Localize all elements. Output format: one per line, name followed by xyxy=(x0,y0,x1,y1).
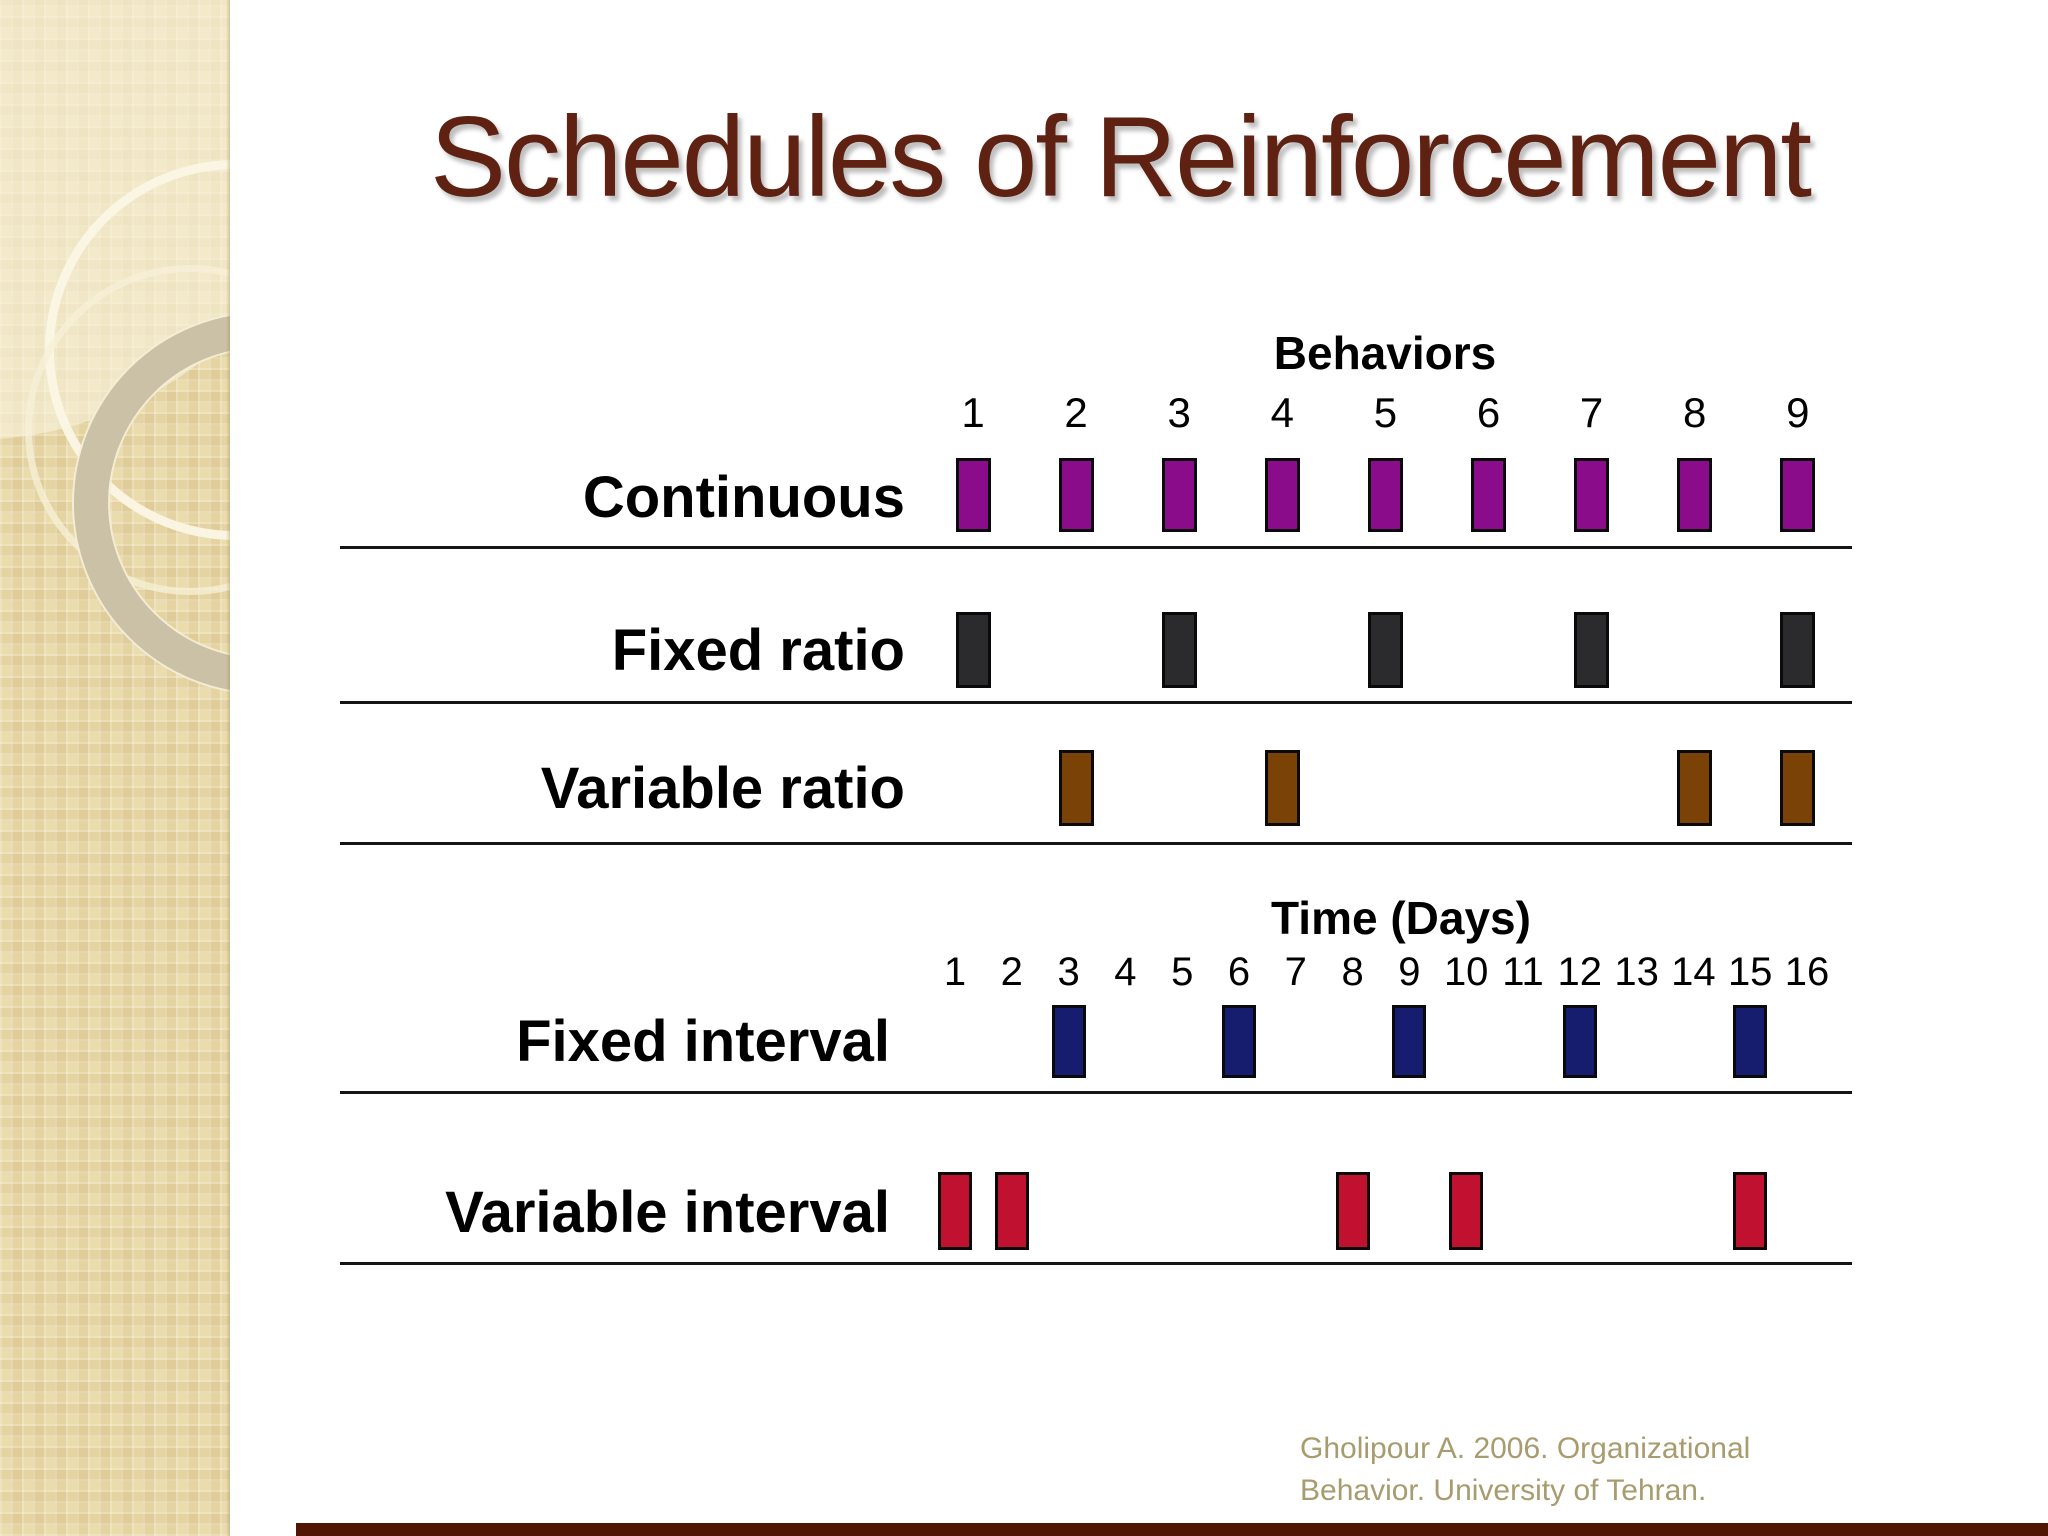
tick-label: 2 xyxy=(1000,950,1023,994)
reinforcement-bar xyxy=(1562,1005,1597,1078)
tick-label: 2 xyxy=(1064,389,1088,436)
tick-label: 1 xyxy=(961,389,985,436)
reinforcement-bar xyxy=(1335,1172,1370,1250)
tick-label: 13 xyxy=(1614,950,1659,994)
tick-label: 11 xyxy=(1502,950,1544,994)
slide-title: Schedules of Reinforcement xyxy=(429,94,1812,221)
row-label: Continuous xyxy=(582,464,905,530)
reinforcement-bar xyxy=(1058,750,1094,826)
axis-title: Behaviors xyxy=(1273,327,1497,379)
tick-label: 7 xyxy=(1284,950,1307,994)
tick-label: 7 xyxy=(1579,389,1604,436)
row-baseline xyxy=(340,546,1852,549)
tick-label: 3 xyxy=(1057,950,1080,994)
citation-line-1: Gholipour A. 2006. Organizational xyxy=(1300,1432,1751,1465)
tick-label: 5 xyxy=(1373,389,1398,436)
row-baseline xyxy=(340,842,1852,845)
row-label: Variable interval xyxy=(445,1179,890,1245)
reinforcement-bar xyxy=(1264,750,1300,826)
tick-label: 10 xyxy=(1443,950,1489,994)
bottom-border-bar xyxy=(296,1523,2048,1536)
reinforcement-bar xyxy=(1161,612,1197,688)
row-baseline xyxy=(340,1091,1852,1094)
tick-label: 12 xyxy=(1557,950,1603,994)
reinforcement-bar xyxy=(938,1172,972,1250)
reinforcement-bar xyxy=(1449,1172,1484,1250)
reinforcement-bar xyxy=(1780,750,1816,826)
reinforcement-bar xyxy=(1161,458,1197,532)
reinforcement-bar xyxy=(955,612,991,688)
reinforcement-bar xyxy=(1471,458,1506,532)
sidebar-edge-shadow xyxy=(226,0,230,1536)
citation-line-2: Behavior. University of Tehran. xyxy=(1300,1474,1707,1507)
axis-title: Time (Days) xyxy=(1271,892,1531,944)
tick-label: 3 xyxy=(1167,389,1191,436)
tick-label: 8 xyxy=(1683,389,1707,436)
reinforcement-bar xyxy=(955,458,991,532)
reinforcement-bar xyxy=(1677,750,1713,826)
reinforcement-bar xyxy=(1574,458,1610,532)
reinforcement-bar xyxy=(1392,1005,1427,1078)
reinforcement-bar xyxy=(1780,612,1816,688)
reinforcement-bar xyxy=(1733,1172,1768,1250)
row-label: Fixed interval xyxy=(516,1008,890,1074)
tick-label: 5 xyxy=(1171,950,1194,994)
reinforcement-bar xyxy=(994,1172,1029,1250)
tick-label: 4 xyxy=(1114,950,1137,994)
tick-label: 16 xyxy=(1784,950,1830,994)
row-label: Fixed ratio xyxy=(611,617,905,683)
reinforcement-bar xyxy=(1574,612,1610,688)
tick-label: 1 xyxy=(943,950,967,994)
reinforcement-bar xyxy=(1051,1005,1086,1078)
tick-label: 6 xyxy=(1476,389,1501,436)
reinforcement-bar xyxy=(1367,612,1403,688)
tick-label: 14 xyxy=(1671,950,1716,994)
reinforcement-bar xyxy=(1780,458,1816,532)
reinforcement-bar xyxy=(1733,1005,1768,1078)
row-label: Variable ratio xyxy=(540,755,905,821)
sidebar-decoration xyxy=(0,0,230,1536)
tick-label: 9 xyxy=(1398,950,1421,994)
tick-label: 9 xyxy=(1786,389,1810,436)
tick-label: 15 xyxy=(1727,950,1773,994)
row-baseline xyxy=(340,701,1852,704)
tick-label: 8 xyxy=(1341,950,1364,994)
reinforcement-bar xyxy=(1677,458,1713,532)
tick-label: 4 xyxy=(1270,389,1294,436)
citation: Gholipour A. 2006. Organizational Behavi… xyxy=(1300,1428,1900,1512)
reinforcement-bar xyxy=(1222,1005,1256,1078)
reinforcement-bar xyxy=(1264,458,1300,532)
tick-label: 6 xyxy=(1227,950,1251,994)
reinforcement-bar xyxy=(1367,458,1403,532)
row-baseline xyxy=(340,1262,1852,1265)
reinforcement-bar xyxy=(1058,458,1094,532)
